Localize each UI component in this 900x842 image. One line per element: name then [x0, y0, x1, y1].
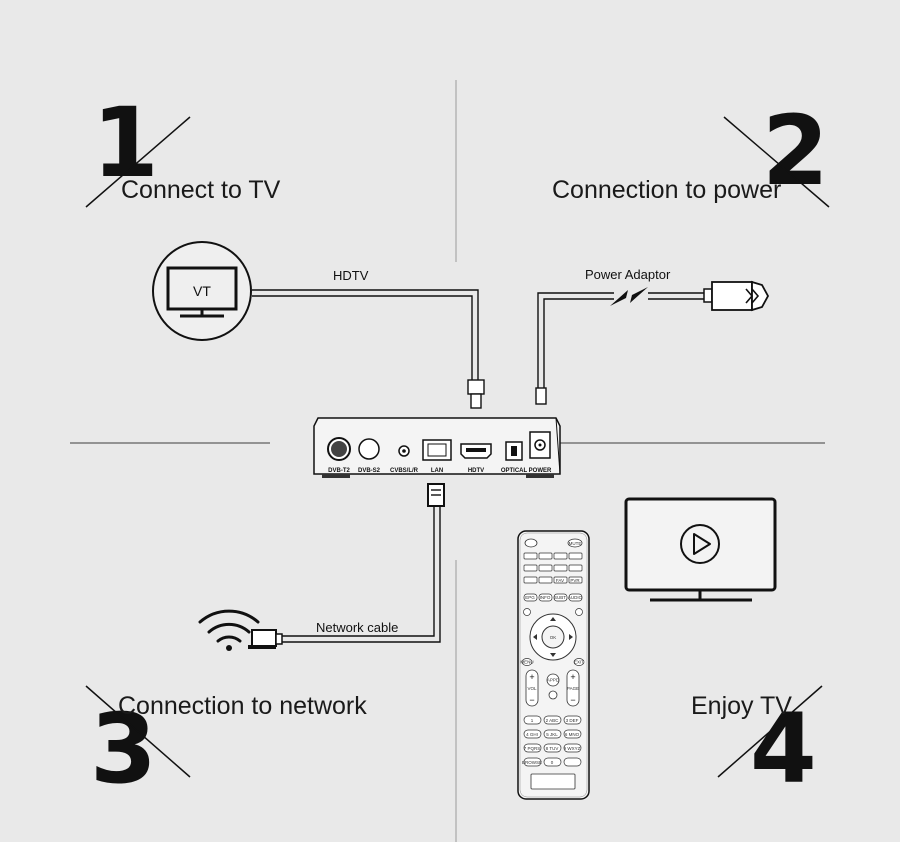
remote-digit-7: 7 PQRS — [524, 746, 541, 751]
remote-control: MUTE FAV PVR EPG INFO SUBT AUDIO — [517, 530, 590, 800]
remote-digit-2: 2 ABC — [546, 718, 560, 723]
remote-exit: EXIT — [574, 660, 584, 665]
power-cable — [535, 292, 710, 405]
step-1-title: Connect to TV — [121, 176, 281, 204]
remote-digit-4: 4 GHI — [526, 732, 538, 737]
step-3-title: Connection to network — [118, 692, 367, 720]
step-4-title: Enjoy TV — [691, 692, 792, 720]
port-label-power: POWER — [529, 468, 552, 474]
remote-pvr: PVR — [570, 578, 580, 583]
svg-text:+: + — [570, 672, 575, 682]
lightning-icon — [610, 287, 648, 306]
remote-vol: VOL — [527, 686, 537, 691]
remote-audio: AUDIO — [568, 595, 583, 600]
step-2: 2 Connection to power — [552, 95, 830, 208]
step-1-number: 1 — [92, 87, 159, 199]
step-3: 3 Connection to network — [85, 685, 367, 805]
network-cable — [282, 483, 445, 643]
step-2-number: 2 — [762, 95, 829, 207]
step-4: 4 Enjoy TV — [691, 685, 823, 805]
svg-text:−: − — [570, 695, 575, 705]
set-top-box: DVB-T2 DVB-S2 CVBS/L/R LAN HDTV OPTICAL … — [313, 417, 561, 478]
port-label-dvb-t2: DVB-T2 — [328, 468, 350, 474]
remote-browse: BROWSE — [522, 760, 542, 765]
port-label-lan: LAN — [431, 468, 443, 474]
remote-menu: MENU — [520, 660, 533, 665]
quadrant-dividers — [70, 80, 825, 842]
play-tv-icon — [624, 497, 777, 602]
remote-digit-6: 6 MNO — [565, 732, 580, 737]
step-4-number: 4 — [750, 693, 817, 805]
remote-digit-3: 3 DEF — [566, 718, 579, 723]
port-label-hdtv: HDTV — [468, 468, 484, 474]
remote-ok: OK — [550, 635, 557, 640]
remote-color-row — [523, 552, 583, 584]
remote-appd: APPD — [547, 678, 560, 683]
tv-badge: VT — [193, 283, 211, 299]
power-plug-icon — [703, 280, 770, 312]
hdtv-cable — [252, 289, 485, 409]
port-label-cvbs: CVBS/L/R — [390, 468, 419, 474]
wifi-icon — [198, 609, 260, 651]
remote-subt: SUBT — [554, 595, 566, 600]
remote-epg: EPG — [525, 595, 535, 600]
step-1: 1 Connect to TV — [85, 87, 281, 208]
tv-icon: VT — [152, 241, 252, 341]
step-2-title: Connection to power — [552, 176, 781, 204]
rj45-plug — [248, 629, 283, 649]
remote-digit-8: 8 TUV — [546, 746, 559, 751]
power-adaptor-label: Power Adaptor — [585, 267, 671, 282]
svg-text:−: − — [529, 695, 534, 705]
step-3-number: 3 — [90, 693, 157, 805]
remote-digit-9: 9 WXYZ — [564, 746, 581, 751]
remote-digit-0: 0 — [551, 760, 554, 765]
remote-fav: FAV — [556, 578, 564, 583]
remote-page: PAGE — [567, 686, 579, 691]
remote-mute: MUTE — [569, 541, 582, 546]
hdtv-cable-label: HDTV — [333, 268, 369, 283]
network-cable-label: Network cable — [316, 620, 398, 635]
remote-digit-1: 1 — [531, 718, 534, 723]
svg-text:+: + — [529, 672, 534, 682]
remote-digit-5: 5 JKL — [546, 732, 558, 737]
remote-info: INFO — [540, 595, 551, 600]
port-label-optical: OPTICAL — [501, 468, 528, 474]
port-label-dvb-s2: DVB-S2 — [358, 468, 381, 474]
